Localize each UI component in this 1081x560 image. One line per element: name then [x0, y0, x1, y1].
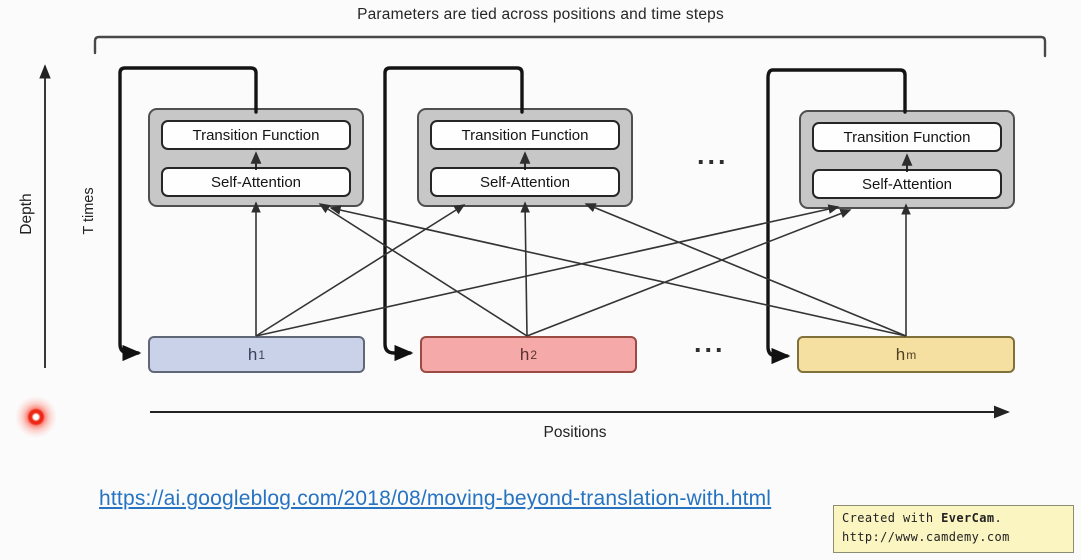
state-label: h: [247, 344, 258, 364]
source-url-link[interactable]: https://ai.googleblog.com/2018/08/moving…: [99, 487, 772, 510]
h1-to-sa2-arrow: [255, 204, 466, 337]
self-attention-box: Self-Attention: [161, 167, 351, 197]
state-label: h: [895, 344, 906, 364]
module-position-1: Transition Function Self-Attention: [148, 108, 364, 207]
figure-title: Parameters are tied across positions and…: [357, 6, 724, 23]
tie-bracket: [93, 35, 1047, 58]
state-label: h: [519, 344, 530, 364]
watermark-site-url: http://www.camdemy.com: [842, 530, 1010, 545]
ellipsis-modules: ...: [697, 140, 729, 170]
transition-function-box: Transition Function: [430, 120, 620, 150]
laser-pointer-dot: [14, 395, 58, 439]
t-times-label: T times: [81, 187, 97, 235]
watermark-line-created: Created with EverCam.: [842, 511, 1003, 525]
h1-to-sa3-arrow: [255, 204, 840, 337]
evercam-brand: EverCam: [941, 511, 995, 525]
positions-axis-label: Positions: [543, 424, 607, 441]
hm-to-sa1-arrow: [329, 205, 907, 337]
transition-function-box: Transition Function: [161, 120, 351, 150]
module-position-2: Transition Function Self-Attention: [417, 108, 633, 207]
ellipsis-states: ...: [694, 328, 726, 358]
self-attention-box: Self-Attention: [430, 167, 620, 197]
h2-to-sa2-arrow: [520, 201, 530, 337]
h2-to-sa1-arrow: [318, 203, 528, 337]
transition-function-box: Transition Function: [812, 122, 1002, 152]
depth-axis-label: Depth: [18, 193, 35, 235]
self-attention-box: Self-Attention: [812, 169, 1002, 199]
evercam-watermark: Created with EverCam. http://www.camdemy…: [833, 505, 1074, 553]
hm-to-sa2-arrow: [584, 203, 907, 337]
attention-arrows: [251, 201, 911, 337]
h2-to-sa3-arrow: [526, 209, 852, 337]
module-position-m: Transition Function Self-Attention: [799, 110, 1015, 209]
